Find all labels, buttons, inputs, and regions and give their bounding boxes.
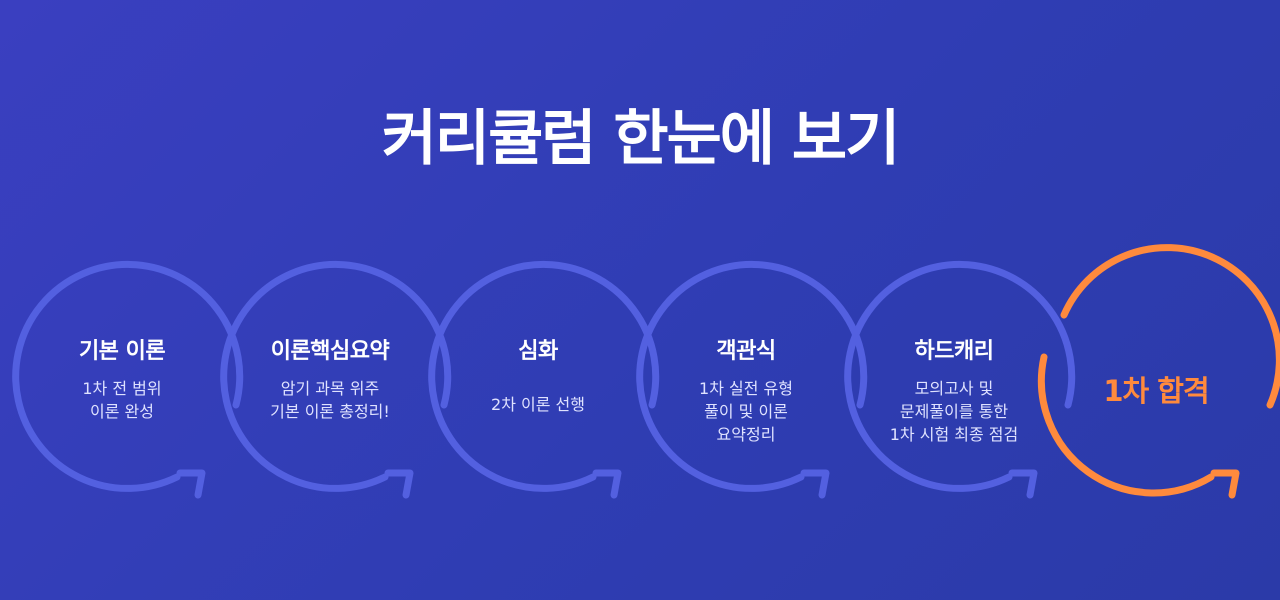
stage-description: 암기 과목 위주 기본 이론 총정리! <box>210 377 450 423</box>
stage-core-summary: 이론핵심요약 암기 과목 위주 기본 이론 총정리! <box>210 260 452 505</box>
stage-description: 2차 이론 선행 <box>418 393 658 416</box>
stage-description-line: 1차 실전 유형 <box>699 379 793 398</box>
circular-arrow-icon <box>220 260 452 499</box>
stage-title: 이론핵심요약 <box>270 339 390 364</box>
stage-description-line: 이론 완성 <box>90 402 154 421</box>
stage-title: 하드캐리 <box>914 339 994 364</box>
stage-description-line: 1차 전 범위 <box>82 379 162 398</box>
circular-arrow-icon <box>636 260 868 499</box>
stage-advanced: 심화 2차 이론 선행 <box>418 260 660 505</box>
circular-arrow-icon <box>428 260 660 499</box>
stage-first-pass: 1차 합격 <box>1036 244 1280 505</box>
stage-description-line: 문제풀이를 통한 <box>899 402 1009 421</box>
stage-title: 기본 이론 <box>78 339 166 364</box>
stage-description-line: 2차 이론 선행 <box>491 395 585 414</box>
stage-description: 1차 전 범위 이론 완성 <box>2 377 242 423</box>
stage-title: 1차 합격 <box>1103 374 1209 408</box>
stage-description-line: 요약정리 <box>716 425 776 444</box>
stage-description-line: 암기 과목 위주 <box>280 379 380 398</box>
stage-basic-theory: 기본 이론 1차 전 범위 이론 완성 <box>2 260 244 505</box>
circular-arrow-icon <box>1037 244 1280 499</box>
stage-title: 심화 <box>518 339 558 364</box>
page-title: 커리큘럼 한눈에 보기 <box>381 104 901 174</box>
stage-objective: 객관식 1차 실전 유형 풀이 및 이론 요약정리 <box>626 260 868 505</box>
stage-description-line: 모의고사 및 <box>914 379 994 398</box>
stage-title: 객관식 <box>716 339 776 364</box>
stage-hard-carry: 하드캐리 모의고사 및 문제풀이를 통한 1차 시험 최종 점검 <box>834 260 1076 505</box>
stage-description-line: 풀이 및 이론 <box>704 402 788 421</box>
circular-arrow-icon <box>844 260 1076 499</box>
stage-description: 1차 실전 유형 풀이 및 이론 요약정리 <box>626 377 866 446</box>
stage-description-line: 1차 시험 최종 점검 <box>889 425 1019 444</box>
stage-description-line: 기본 이론 총정리! <box>270 402 390 421</box>
stage-description: 모의고사 및 문제풀이를 통한 1차 시험 최종 점검 <box>834 377 1074 446</box>
circular-arrow-icon <box>12 260 244 499</box>
